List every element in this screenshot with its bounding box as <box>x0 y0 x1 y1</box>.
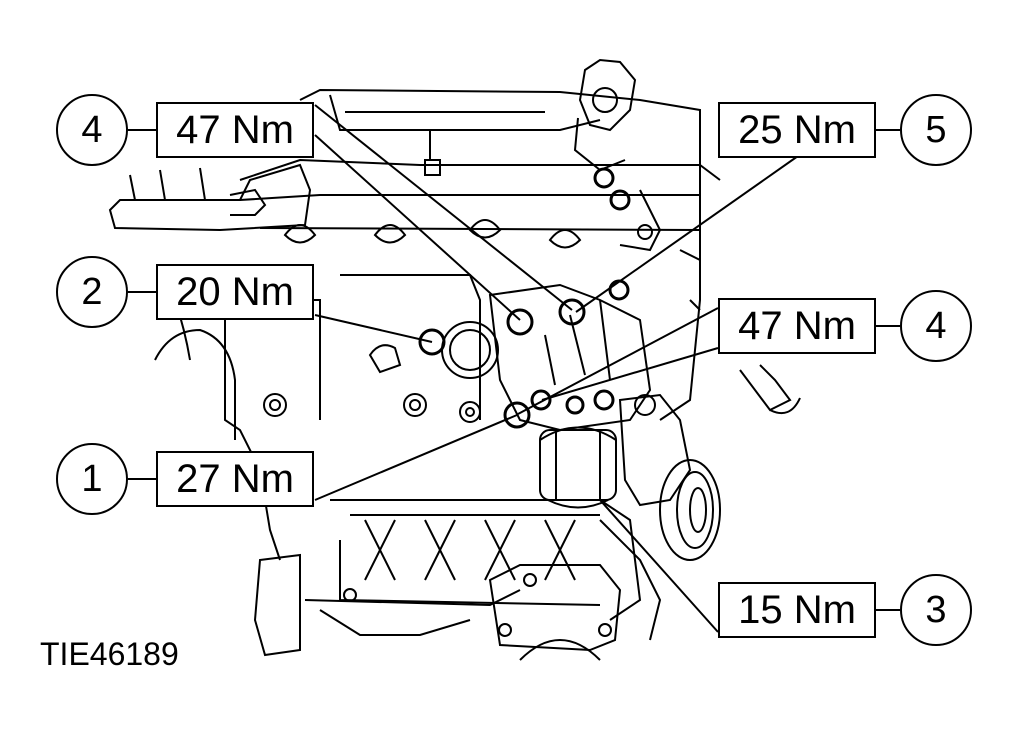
connector-line <box>876 129 900 131</box>
connector-line <box>128 478 156 480</box>
connector-line <box>876 609 900 611</box>
callout-number: 3 <box>900 574 972 646</box>
callout-number: 1 <box>56 443 128 515</box>
torque-label: 47 Nm <box>718 298 876 354</box>
callout-number: 4 <box>56 94 128 166</box>
torque-label: 27 Nm <box>156 451 314 507</box>
leader-lines <box>314 104 799 633</box>
torque-label: 47 Nm <box>156 102 314 158</box>
callout-number: 5 <box>900 94 972 166</box>
connector-line <box>876 325 900 327</box>
torque-label: 15 Nm <box>718 582 876 638</box>
torque-label: 20 Nm <box>156 264 314 320</box>
connector-line <box>128 291 156 293</box>
connector-line <box>128 129 156 131</box>
callout-number: 2 <box>56 256 128 328</box>
callout-number: 4 <box>900 290 972 362</box>
engine-line-art <box>108 58 801 661</box>
figure-id: TIE46189 <box>40 636 179 672</box>
torque-label: 25 Nm <box>718 102 876 158</box>
